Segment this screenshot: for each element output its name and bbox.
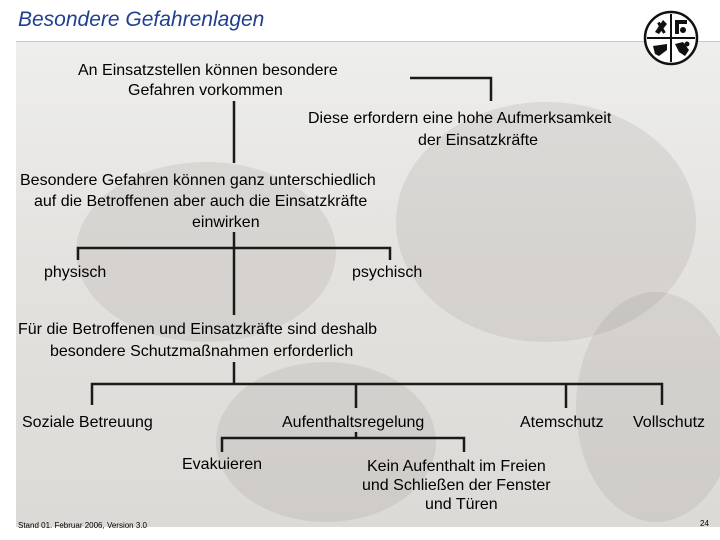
node-kein-aufenthalt-line3: und Türen — [425, 495, 498, 514]
node-unterschiedlich-line3: einwirken — [192, 213, 260, 232]
node-kein-aufenthalt-line2: und Schließen der Fenster — [362, 476, 551, 495]
title-divider — [16, 41, 720, 42]
node-physisch: physisch — [44, 263, 106, 282]
fire-brigade-emblem-icon — [643, 10, 699, 66]
node-soziale-betreuung: Soziale Betreuung — [22, 413, 153, 432]
slide-title: Besondere Gefahrenlagen — [18, 8, 264, 32]
footer-version: Stand 01. Februar 2006, Version 3.0 — [18, 521, 147, 530]
node-gefahren-text-line2: Gefahren vorkommen — [128, 81, 283, 100]
node-aufenthaltsregelung: Aufenthaltsregelung — [282, 413, 424, 432]
node-kein-aufenthalt-line1: Kein Aufenthalt im Freien — [367, 457, 546, 476]
node-atemschutz: Atemschutz — [520, 413, 604, 432]
node-aufmerksamkeit-line1: Diese erfordern eine hohe Aufmerksamkeit — [308, 109, 611, 128]
node-schutzmassnahmen-line2: besondere Schutzmaßnahmen erforderlich — [50, 342, 353, 361]
node-vollschutz: Vollschutz — [633, 413, 705, 432]
node-gefahren-text-line1: An Einsatzstellen können besondere — [78, 61, 338, 80]
node-evakuieren: Evakuieren — [182, 455, 262, 474]
node-aufmerksamkeit-line2: der Einsatzkräfte — [418, 131, 538, 150]
page-number: 24 — [700, 519, 709, 528]
node-unterschiedlich-line2: auf die Betroffenen aber auch die Einsat… — [34, 192, 367, 211]
node-schutzmassnahmen-line1: Für die Betroffenen und Einsatzkräfte si… — [18, 320, 377, 339]
node-unterschiedlich-line1: Besondere Gefahren können ganz unterschi… — [20, 171, 376, 190]
node-psychisch: psychisch — [352, 263, 422, 282]
